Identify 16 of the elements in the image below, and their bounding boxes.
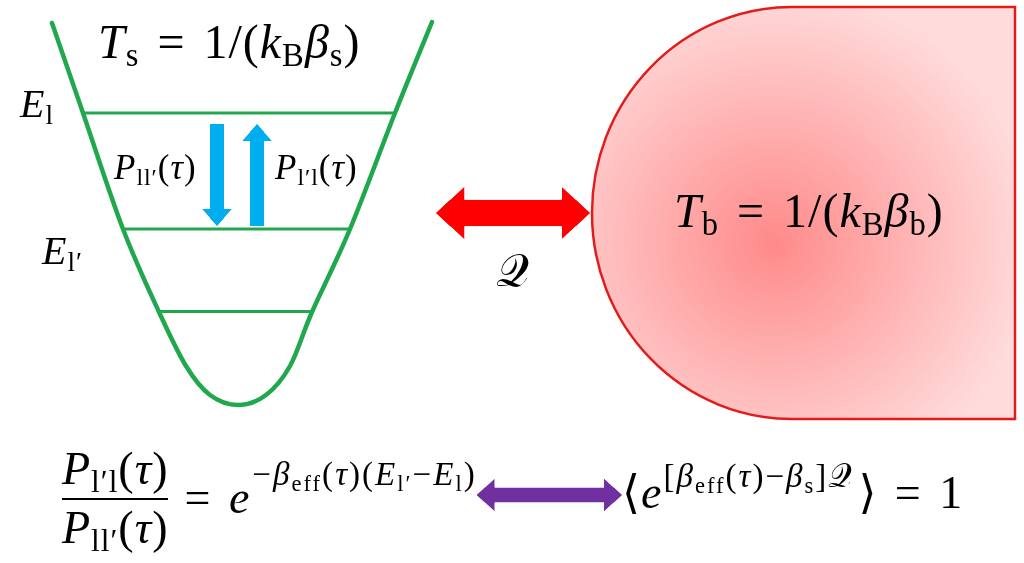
formula-text: ⟨e (622, 467, 663, 519)
formula-text: = e (184, 473, 251, 524)
exponent: [β$_{eff}$(τ)−β$_{s}$]𝒬 (663, 458, 855, 495)
exponent: −β$_{eff}$(τ)(E$_{l′}$−E$_{l}$) (252, 456, 477, 493)
energy-level-label: E$_{l′}$ (42, 231, 83, 271)
edge-label: 𝒬 (496, 247, 530, 294)
arrow (202, 124, 232, 226)
energy-level-label: E$_{l}$ (20, 84, 54, 124)
double-arrow (476, 478, 622, 512)
double-arrow (436, 186, 590, 240)
denominator: P$_{ll′}$(τ) (62, 502, 169, 554)
edge-label: P$_{ll′}$(τ) (114, 150, 197, 185)
arrow (242, 124, 272, 226)
formula-text: ⟩ = 1 (858, 467, 964, 519)
numerator: P$_{l′l}$(τ) (62, 444, 169, 495)
edge-label: P$_{l′l}$(τ) (275, 150, 358, 185)
